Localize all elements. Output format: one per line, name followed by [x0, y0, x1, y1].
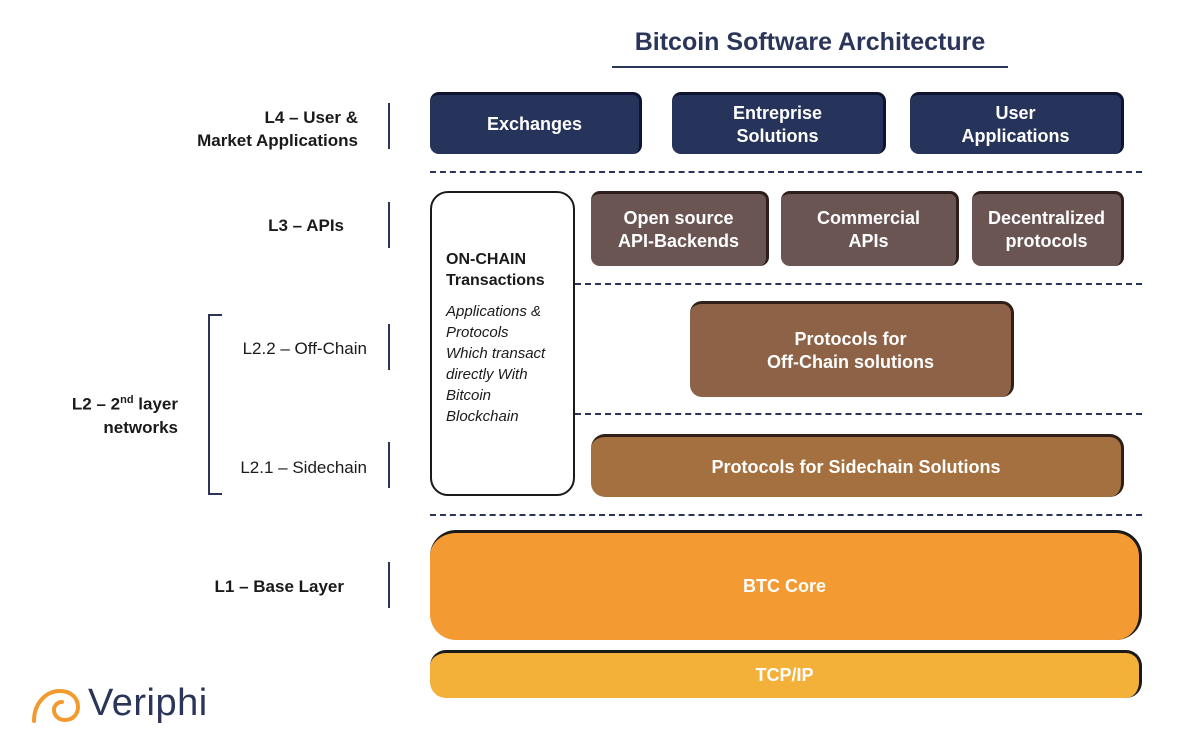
exchanges-box: Exchanges	[430, 92, 642, 154]
dashed-line-l22-l21	[575, 413, 1142, 415]
onchain-head-line2: Transactions	[446, 272, 545, 289]
label-l2-suffix: layer	[133, 394, 178, 414]
onchain-description: Applications & Protocols Which transact …	[446, 301, 563, 427]
label-l2-sup: nd	[120, 394, 134, 406]
veriphi-logo-icon	[32, 688, 81, 723]
onchain-transactions-box: ON-CHAIN Transactions Applications & Pro…	[430, 191, 575, 496]
open-source-line2: API-Backends	[617, 231, 740, 251]
l2-bracket	[208, 314, 222, 495]
dashed-line-l3-l22	[575, 283, 1142, 285]
user-apps-line2: Applications	[961, 125, 1070, 146]
label-l22: L2.2 – Off-Chain	[242, 339, 367, 358]
decentralized-line2: protocols	[1005, 231, 1088, 251]
btc-core-box: BTC Core	[430, 530, 1142, 640]
title-underline	[612, 66, 1008, 68]
onchain-desc-line: Protocols	[446, 324, 509, 341]
label-l1: L1 – Base Layer	[214, 577, 344, 596]
label-l21: L2.1 – Sidechain	[240, 458, 367, 477]
label-l4: L4 – User & Market Applications	[150, 106, 358, 152]
decentralized-line1: Decentralized	[987, 208, 1106, 228]
open-source-line1: Open source	[623, 208, 734, 228]
dashed-line-l4-l3	[430, 171, 1142, 173]
offchain-line1: Protocols for	[794, 328, 907, 349]
onchain-desc-line: Which transact	[446, 345, 546, 362]
enterprise-line2: Solutions	[736, 125, 819, 146]
onchain-desc-line: Bitcoin	[446, 387, 492, 404]
separator-l1	[388, 562, 390, 608]
label-l3: L3 – APIs	[268, 216, 344, 235]
dashed-line-l21-l1	[430, 514, 1142, 516]
decentralized-protocols-box: Decentralized protocols	[972, 191, 1124, 266]
enterprise-line1: Entreprise	[732, 102, 823, 123]
separator-l21	[388, 442, 390, 488]
commercial-line2: APIs	[848, 231, 889, 251]
separator-l4	[388, 103, 390, 149]
sidechain-protocols-box: Protocols for Sidechain Solutions	[591, 434, 1124, 497]
label-l2-line1: L2 – 2nd layer	[40, 389, 178, 416]
tcpip-box: TCP/IP	[430, 650, 1142, 698]
commercial-line1: Commercial	[816, 208, 921, 228]
separator-l22	[388, 324, 390, 370]
onchain-desc-line: directly With	[446, 366, 528, 383]
label-l2: L2 – 2nd layer networks	[40, 389, 178, 439]
offchain-line2: Off-Chain solutions	[767, 351, 934, 372]
label-l4-line1: L4 – User &	[264, 108, 358, 127]
label-l4-line2: Market Applications	[197, 131, 358, 150]
veriphi-logo-text: Veriphi	[88, 682, 208, 724]
label-l2-line2: networks	[103, 417, 178, 437]
diagram-title: Bitcoin Software Architecture	[634, 28, 986, 56]
onchain-desc-line: Applications &	[446, 303, 542, 320]
onchain-head-line1: ON-CHAIN	[446, 251, 526, 268]
onchain-desc-line: Blockchain	[446, 408, 519, 425]
label-l2-prefix: L2 – 2	[71, 394, 121, 414]
user-apps-line1: User	[995, 102, 1036, 123]
separator-l3	[388, 202, 390, 248]
